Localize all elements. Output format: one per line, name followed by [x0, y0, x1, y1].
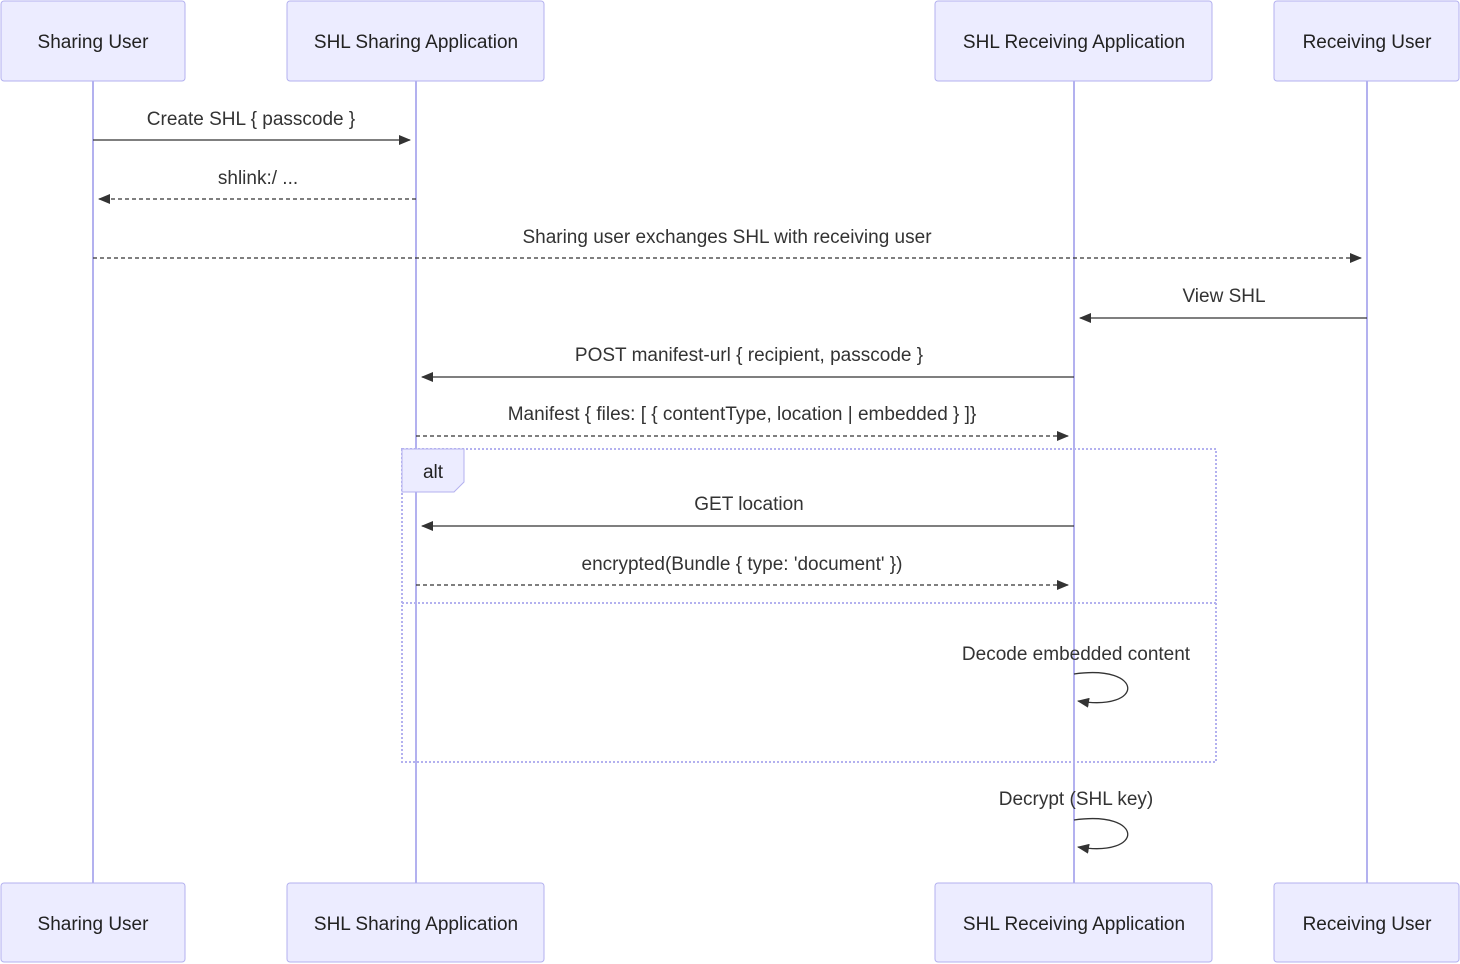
actor-sharing-user-top: Sharing User — [0, 0, 186, 82]
message-label: Decrypt (SHL key) — [999, 789, 1154, 810]
message-label: Manifest { files: [ { contentType, locat… — [508, 404, 977, 425]
actor-label: Receiving User — [1303, 32, 1432, 53]
message-decrypt: Decrypt (SHL key) — [999, 789, 1154, 854]
actor-shl-sharing-application-bottom: SHL Sharing Application — [286, 882, 545, 963]
actor-label: SHL Receiving Application — [963, 32, 1185, 53]
actors-bottom: Sharing User SHL Sharing Application SHL… — [0, 882, 1460, 963]
message-manifest: Manifest { files: [ { contentType, locat… — [416, 404, 1069, 441]
message-label: encrypted(Bundle { type: 'document' }) — [582, 554, 903, 575]
message-label: Sharing user exchanges SHL with receivin… — [522, 227, 932, 248]
message-get-location: GET location — [421, 494, 1074, 531]
actor-label: SHL Sharing Application — [314, 914, 518, 935]
message-label: GET location — [694, 494, 803, 515]
actor-label: Sharing User — [38, 914, 150, 935]
alt-fragment: alt — [401, 448, 1217, 763]
alt-tab — [401, 448, 465, 493]
actor-receiving-user-bottom: Receiving User — [1273, 882, 1460, 963]
message-label: View SHL — [1182, 286, 1265, 307]
message-view-shl: View SHL — [1079, 286, 1367, 323]
self-message-arrow — [1073, 672, 1129, 708]
message-shlink: shlink:/ ... — [98, 168, 416, 204]
actors-top: Sharing User SHL Sharing Application SHL… — [0, 0, 1460, 82]
message-create-shl: Create SHL { passcode } — [93, 109, 411, 145]
message-post-manifest: POST manifest-url { recipient, passcode … — [421, 345, 1074, 382]
message-exchange-shl: Sharing user exchanges SHL with receivin… — [93, 227, 1362, 263]
lifelines — [92, 81, 1368, 883]
actor-shl-receiving-application-bottom: SHL Receiving Application — [934, 882, 1213, 963]
actor-sharing-user-bottom: Sharing User — [0, 882, 186, 963]
message-encrypted-bundle: encrypted(Bundle { type: 'document' }) — [416, 554, 1069, 590]
message-label: Decode embedded content — [962, 644, 1191, 665]
message-decode-embedded: Decode embedded content — [962, 644, 1191, 708]
actor-label: SHL Sharing Application — [314, 32, 518, 53]
actor-shl-sharing-application-top: SHL Sharing Application — [286, 0, 545, 82]
alt-label: alt — [423, 462, 444, 483]
actor-label: SHL Receiving Application — [963, 914, 1185, 935]
message-label: shlink:/ ... — [218, 168, 298, 189]
actor-label: Sharing User — [38, 32, 150, 53]
messages: Create SHL { passcode } shlink:/ ... Sha… — [93, 109, 1367, 854]
alt-frame — [401, 448, 1217, 763]
actor-label: Receiving User — [1303, 914, 1432, 935]
actor-shl-receiving-application-top: SHL Receiving Application — [934, 0, 1213, 82]
message-label: Create SHL { passcode } — [147, 109, 355, 130]
message-label: POST manifest-url { recipient, passcode … — [575, 345, 923, 366]
actor-receiving-user-top: Receiving User — [1273, 0, 1460, 82]
self-message-arrow — [1073, 818, 1129, 854]
